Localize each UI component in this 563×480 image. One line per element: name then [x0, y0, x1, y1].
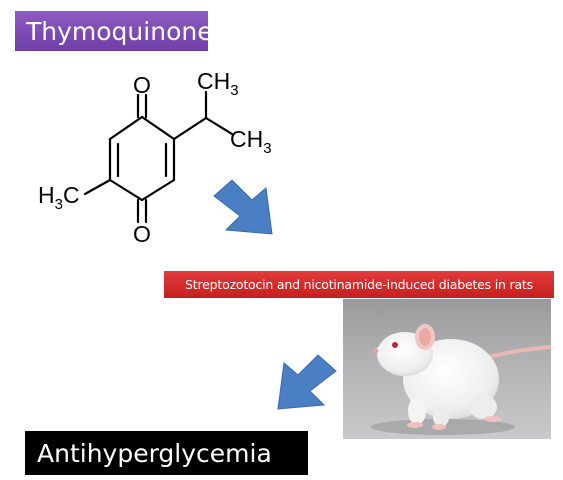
title-text: Thymoquinone: [26, 16, 213, 46]
ring-bond: [108, 178, 144, 202]
methyl-bond: [83, 178, 112, 196]
isopropyl-bond: [172, 116, 208, 141]
oxygen-top: O: [133, 72, 151, 98]
title-label: Thymoquinone: [15, 11, 213, 51]
ring-bond: [140, 115, 176, 141]
ch3-right: CH3: [230, 126, 272, 157]
ring-bond: [108, 115, 144, 141]
model-banner: Streptozotocin and nicotinamide-induced …: [164, 271, 554, 298]
result-label: Antihyperglycemia: [25, 431, 308, 475]
oxygen-bottom: O: [133, 221, 151, 247]
ring-bond: [140, 178, 176, 202]
result-text: Antihyperglycemia: [37, 438, 272, 468]
h3c-left: H3C: [38, 182, 80, 213]
arrow-down-left-icon: [277, 354, 337, 410]
isopropyl-bond: [204, 116, 234, 136]
model-banner-text: Streptozotocin and nicotinamide-induced …: [185, 277, 533, 292]
arrow-down-right-icon: [213, 179, 273, 235]
rat-photo: [343, 299, 551, 439]
rat-image: [343, 299, 551, 439]
ch3-top: CH3: [197, 68, 239, 99]
